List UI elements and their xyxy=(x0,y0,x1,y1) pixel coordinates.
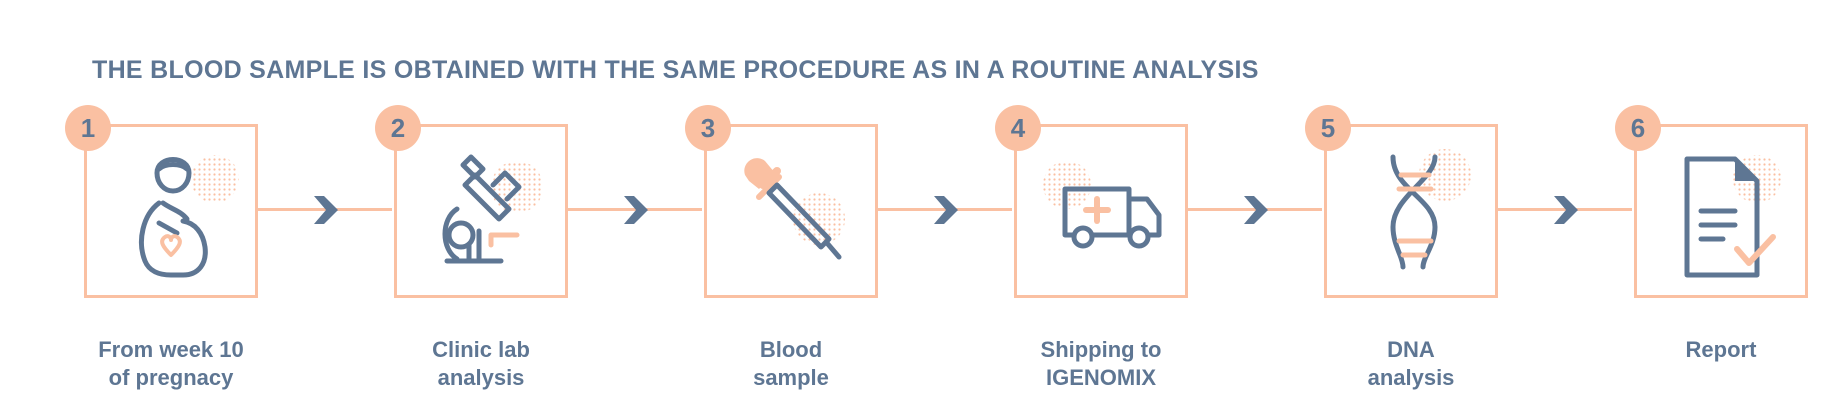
connector-line xyxy=(256,208,392,211)
step-label-line: analysis xyxy=(1367,365,1455,390)
step-card-1: 1 xyxy=(65,105,258,298)
step-card-3: 3 xyxy=(685,105,878,298)
chevron-right-icon xyxy=(934,196,958,224)
step-label-line: Blood xyxy=(759,337,823,362)
step-number-badge: 4 xyxy=(995,105,1041,151)
step-label-line: Report xyxy=(1685,337,1757,362)
dropper-icon xyxy=(744,158,845,260)
microscope-icon xyxy=(442,154,543,264)
dna-icon xyxy=(1390,149,1471,270)
chevron-right-icon xyxy=(624,196,648,224)
step-label-line: IGENOMIX xyxy=(1045,365,1156,390)
step-label-5: DNA analysis xyxy=(1301,336,1521,392)
step-number-badge: 3 xyxy=(685,105,731,151)
connector-line xyxy=(876,208,1012,211)
step-card-4: 4 xyxy=(995,105,1188,298)
ambulance-icon xyxy=(1043,161,1162,249)
report-icon xyxy=(1684,155,1781,278)
step-label-line: of pregnacy xyxy=(108,365,234,390)
page-title: THE BLOOD SAMPLE IS OBTAINED WITH THE SA… xyxy=(92,56,1259,84)
step-card-6: 6 xyxy=(1615,105,1808,298)
chevron-right-icon xyxy=(1244,196,1268,224)
step-label-2: Clinic lab analysis xyxy=(371,336,591,392)
step-card-5: 5 xyxy=(1305,105,1498,298)
step-card-2: 2 xyxy=(375,105,568,298)
chevron-right-icon xyxy=(314,196,338,224)
step-label-line: Clinic lab xyxy=(432,337,530,362)
connector-line xyxy=(1186,208,1322,211)
connector-line xyxy=(566,208,702,211)
step-number-badge: 2 xyxy=(375,105,421,151)
chevron-right-icon xyxy=(1554,196,1578,224)
step-label-6: Report xyxy=(1611,336,1831,364)
step-number-badge: 6 xyxy=(1615,105,1661,151)
pregnant-woman-icon xyxy=(139,155,239,278)
connector-line xyxy=(1496,208,1632,211)
step-label-line: From week 10 xyxy=(98,337,244,362)
step-number-badge: 1 xyxy=(65,105,111,151)
step-label-1: From week 10 of pregnacy xyxy=(61,336,281,392)
step-label-4: Shipping to IGENOMIX xyxy=(991,336,1211,392)
step-number-badge: 5 xyxy=(1305,105,1351,151)
step-label-line: Shipping to xyxy=(1040,337,1162,362)
step-label-line: sample xyxy=(753,365,829,390)
step-label-line: DNA xyxy=(1387,337,1435,362)
step-label-3: Blood sample xyxy=(681,336,901,392)
step-label-line: analysis xyxy=(437,365,525,390)
